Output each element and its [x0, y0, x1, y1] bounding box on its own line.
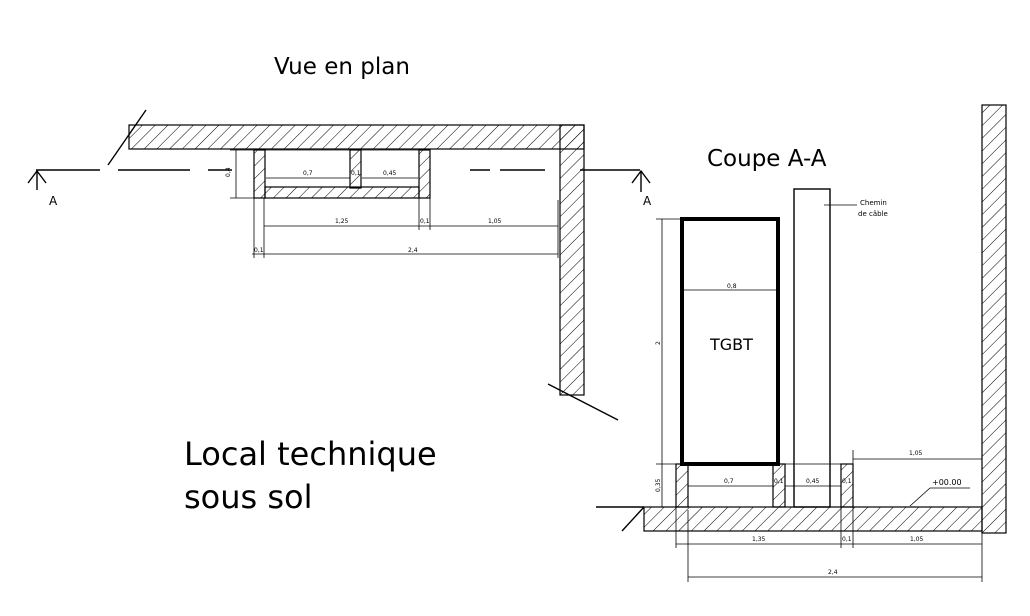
section-dim-base: 0,35 [655, 478, 662, 492]
plan-dim-d7: 0,1 [254, 247, 264, 254]
plan-title: Vue en plan [274, 54, 410, 80]
section-dim-c1: 1,35 [752, 536, 766, 543]
section-dim-b1: 0,7 [724, 478, 734, 485]
plan-dim-height: 0,4 [225, 167, 232, 177]
main-label-line2: sous sol [184, 478, 313, 516]
plan-dimensions [230, 149, 559, 258]
section-dim-b2: 0,1 [774, 478, 784, 485]
section-dim-b4: 0,1 [842, 478, 852, 485]
section-level: +00.00 [932, 478, 962, 487]
plan-wall [107, 109, 619, 421]
plan-dim-d4: 1,25 [335, 218, 349, 225]
plan-dim-d3: 0,45 [383, 170, 397, 177]
tgbt-cabinet [680, 217, 780, 466]
section-dim-total: 2,4 [828, 569, 838, 576]
section-dim-width: 0,8 [727, 283, 737, 290]
cable-tray [793, 188, 831, 508]
plan-dim-d6: 1,05 [488, 218, 502, 225]
section-dim-height: 2 [655, 341, 662, 345]
section-wall [981, 104, 1007, 534]
section-dim-c2: 0,1 [842, 536, 852, 543]
plan-dim-d8: 2,4 [408, 247, 418, 254]
plan-cabinet [253, 149, 431, 199]
section-dimensions [656, 218, 983, 582]
section-base [675, 463, 854, 508]
section-dim-c3: 1,05 [910, 536, 924, 543]
cable-label-line2: de câble [858, 210, 888, 218]
marker-a-right: A [643, 194, 652, 208]
marker-a-left: A [49, 194, 58, 208]
section-ground [596, 506, 983, 532]
section-dim-b3: 0,45 [806, 478, 820, 485]
main-label-line1: Local technique [184, 435, 437, 473]
cable-label-line1: Chemin [860, 199, 887, 207]
plan-section-line [27, 169, 651, 192]
section-title: Coupe A-A [707, 146, 827, 172]
plan-dim-d5: 0,1 [420, 218, 430, 225]
tgbt-label: TGBT [709, 335, 753, 354]
plan-dim-d2: 0,1 [351, 170, 361, 177]
section-dim-top-right: 1,05 [909, 450, 923, 457]
plan-dim-d1: 0,7 [303, 170, 313, 177]
